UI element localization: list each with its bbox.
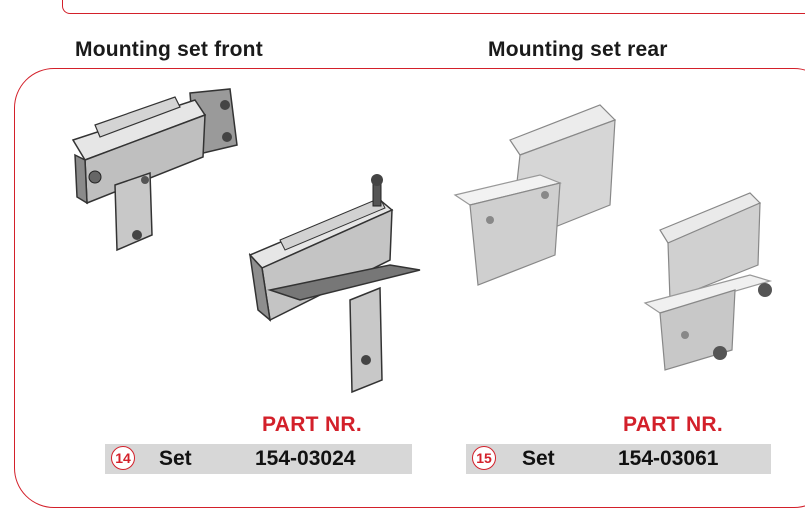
rear-bracket-illustration-large bbox=[453, 104, 617, 286]
rear-part-number: 154-03061 bbox=[618, 447, 719, 470]
front-bracket-illustration-small bbox=[248, 174, 421, 394]
front-set-row: 14 Set 154-03024 bbox=[105, 444, 412, 474]
rear-item-badge: 15 bbox=[472, 446, 496, 470]
front-set-word: Set bbox=[159, 447, 192, 470]
rear-heading: Mounting set rear bbox=[488, 38, 668, 61]
rear-set-word: Set bbox=[522, 447, 555, 470]
rear-part-label: PART NR. bbox=[623, 413, 724, 436]
top-divider bbox=[62, 0, 805, 14]
rear-bracket-illustration-small bbox=[643, 192, 773, 371]
front-part-label: PART NR. bbox=[262, 413, 363, 436]
rear-set-row: 15 Set 154-03061 bbox=[466, 444, 771, 474]
front-bracket-illustration-large bbox=[71, 88, 238, 252]
front-heading: Mounting set front bbox=[75, 38, 263, 61]
front-part-number: 154-03024 bbox=[255, 447, 356, 470]
front-item-badge: 14 bbox=[111, 446, 135, 470]
